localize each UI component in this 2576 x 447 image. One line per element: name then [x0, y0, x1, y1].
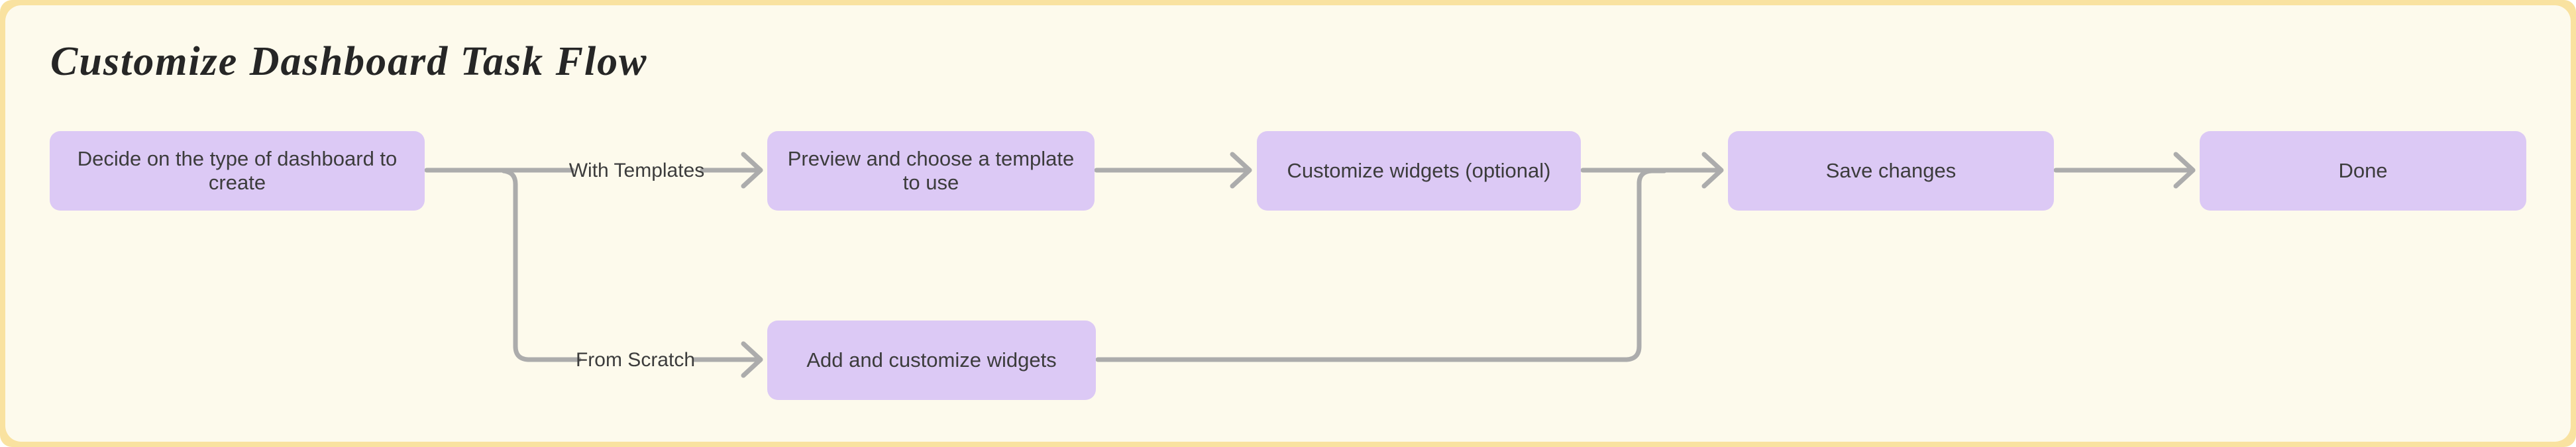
arrowhead-into-add[interactable]	[741, 341, 763, 378]
node-preview-choose-template[interactable]: Preview and choose a template to use	[767, 131, 1095, 211]
node-add-customize-widgets[interactable]: Add and customize widgets	[767, 321, 1096, 400]
node-label: Preview and choose a template to use	[787, 147, 1075, 194]
node-label: Customize widgets (optional)	[1287, 159, 1551, 182]
arrowhead-into-preview[interactable]	[741, 152, 763, 189]
page-title: Customize Dashboard Task Flow	[50, 39, 648, 84]
node-label: Save changes	[1825, 159, 1957, 182]
edge-label-from-scratch[interactable]: From Scratch	[575, 349, 696, 371]
edge-label-with-templates[interactable]: With Templates	[568, 160, 705, 181]
connector-branch-from-scratch[interactable]	[501, 168, 582, 362]
arrowhead-into-save[interactable]	[1701, 152, 1724, 189]
node-done[interactable]: Done	[2200, 131, 2526, 211]
node-decide-dashboard-type[interactable]: Decide on the type of dashboard to creat…	[50, 131, 425, 211]
node-label: Decide on the type of dashboard to creat…	[77, 147, 398, 194]
node-save-changes[interactable]: Save changes	[1728, 131, 2054, 211]
node-label: Done	[2338, 159, 2388, 182]
node-customize-widgets-optional[interactable]: Customize widgets (optional)	[1257, 131, 1581, 211]
connector-add-to-merge[interactable]	[1095, 168, 1667, 362]
node-label: Add and customize widgets	[806, 348, 1057, 372]
arrowhead-into-customize[interactable]	[1230, 152, 1252, 189]
arrowhead-into-done[interactable]	[2173, 152, 2196, 189]
diagram-canvas	[5, 5, 2571, 442]
